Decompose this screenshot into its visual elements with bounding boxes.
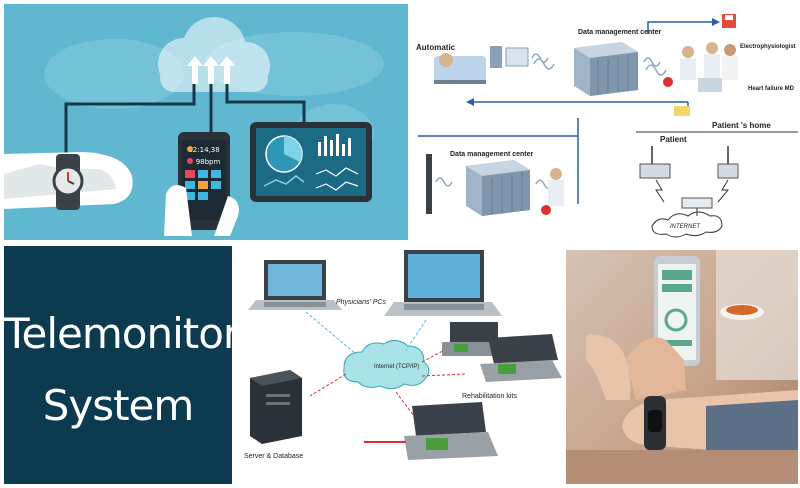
smartphone-photo-icon xyxy=(654,256,700,366)
internet-cloud-icon: Internet (TCP/IP) xyxy=(343,340,430,390)
data-management-flow-diagram: Automatic Data management center xyxy=(412,4,798,240)
rehab-kits-label: Rehabilitation kits xyxy=(462,393,517,400)
dmc-bottom-label: Data management center xyxy=(450,151,534,158)
smartphone-icon: 12:14,38 98bpm xyxy=(164,132,239,236)
patient-bed-icon xyxy=(434,53,486,84)
dmc-top-label: Data management center xyxy=(578,29,662,36)
smartwatch-icon xyxy=(4,152,133,210)
patients-home-label: Patient 's home xyxy=(712,121,771,130)
doctor-bottom-icon xyxy=(541,168,564,215)
smartwatch-photo-icon xyxy=(644,396,666,450)
internet-label: Internet (TCP/IP) xyxy=(374,364,419,370)
data-center-top xyxy=(574,42,638,96)
tablet-icon xyxy=(250,122,372,202)
network-diagram: Physicians' PCs Internet (TCP/IP) Server… xyxy=(236,246,562,484)
phone-time: 12:14,38 xyxy=(188,146,219,154)
smartwatch-phone-photo xyxy=(566,250,798,484)
rehab-kit-bottom-icon xyxy=(404,402,498,460)
physicians-pcs-label: Physicians' PCs xyxy=(336,299,386,306)
server-tower-icon xyxy=(250,370,302,444)
tea-cup xyxy=(720,304,764,320)
rehab-kit-top-icon xyxy=(442,322,504,356)
title-panel: Telemonitoring System xyxy=(4,246,232,484)
patient-label: Patient xyxy=(660,135,687,144)
data-center-bottom xyxy=(426,154,530,216)
automatic-label: Automatic xyxy=(416,43,456,52)
laptop-right-icon xyxy=(384,250,502,316)
electrophysiologist-label: Electrophysiologist xyxy=(740,44,796,50)
doctors-icon xyxy=(663,42,738,92)
floppy-disk-icon xyxy=(722,14,736,28)
patients-home-box: Patient 's home Patient INTERNET xyxy=(636,121,798,238)
internet-cloud-label: INTERNET xyxy=(670,224,701,230)
phone-bpm: 98bpm xyxy=(196,158,221,166)
heart-failure-label: Heart failure MD xyxy=(748,86,795,92)
rehab-kit-middle-icon xyxy=(480,334,562,382)
title-line-2: System xyxy=(42,381,195,430)
laptop-left-icon xyxy=(248,260,342,310)
title-line-1: Telemonitoring xyxy=(4,309,232,358)
server-label: Server & Database xyxy=(244,453,303,460)
wearable-cloud-illustration: 12:14,38 98bpm xyxy=(4,4,408,240)
